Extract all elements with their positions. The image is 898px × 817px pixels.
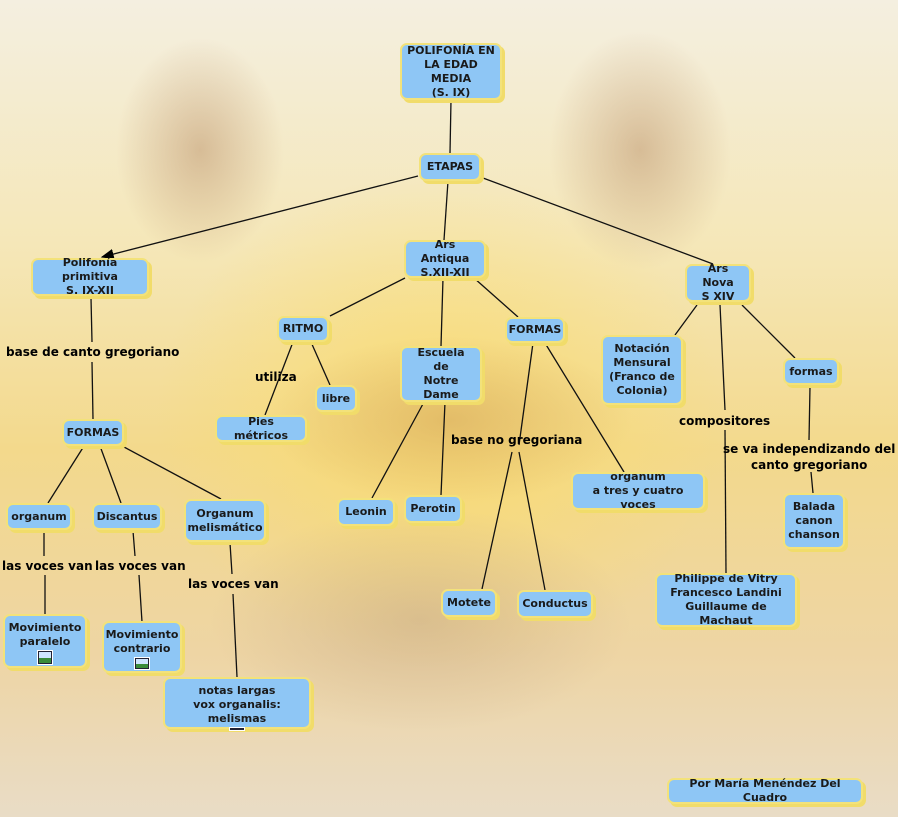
node-escuela-notre-dame[interactable]: Escuela de Notre Dame [400, 346, 482, 402]
node-title[interactable]: POLIFONÍA EN LA EDAD MEDIA (S. IX) [400, 43, 502, 100]
author-credit: Por María Menéndez Del Cuadro [667, 777, 863, 804]
node-formas-antiqua[interactable]: FORMAS [505, 317, 565, 343]
node-libre[interactable]: libre [315, 385, 357, 412]
node-label: Movimiento contrario [105, 628, 179, 655]
node-pies-metricos[interactable]: Pies métricos [215, 415, 307, 442]
node-balada-canon-chanson[interactable]: Balada canon chanson [783, 493, 845, 549]
node-organum-melismatico[interactable]: Organum melismático [184, 499, 266, 542]
node-label: Movimiento paralelo [8, 621, 82, 648]
image-attachment-icon[interactable] [134, 657, 150, 670]
link-label-voces-paralelo: las voces van [2, 559, 93, 573]
link-label-independizando: se va independizando del canto gregorian… [723, 442, 896, 472]
image-attachment-icon[interactable] [37, 650, 53, 665]
link-label-utiliza: utiliza [255, 370, 297, 384]
node-discantus[interactable]: Discantus [92, 503, 162, 530]
node-compositores-ars-nova[interactable]: Philippe de Vitry Francesco Landini Guil… [655, 572, 797, 627]
link-label-voces-contrario: las voces van [95, 559, 186, 573]
node-etapas[interactable]: ETAPAS [419, 153, 481, 181]
image-attachment-icon[interactable] [229, 727, 245, 731]
node-ritmo[interactable]: RITMO [277, 316, 329, 342]
node-organum-tres-voces[interactable]: organum a tres y cuatro voces [571, 470, 705, 511]
node-formas-primitiva[interactable]: FORMAS [62, 419, 124, 446]
node-polifonia-primitiva[interactable]: Polifonía primitiva S. IX-XII [31, 256, 149, 297]
node-ars-nova[interactable]: Ars Nova S XIV [685, 262, 751, 303]
node-movimiento-paralelo[interactable]: Movimiento paralelo [3, 614, 87, 668]
link-label-voces-melismatico: las voces van [188, 577, 279, 591]
link-label-compositores: compositores [679, 414, 771, 428]
node-perotin[interactable]: Perotin [404, 495, 462, 523]
node-movimiento-contrario[interactable]: Movimiento contrario [102, 621, 182, 673]
node-notas-largas[interactable]: notas largas vox organalis: melismas [163, 677, 311, 731]
node-motete[interactable]: Motete [441, 589, 497, 617]
node-organum[interactable]: organum [6, 503, 72, 530]
node-notacion-mensural[interactable]: Notación Mensural (Franco de Colonia) [601, 335, 683, 405]
node-label: notas largas vox organalis: melismas [193, 684, 281, 725]
node-leonin[interactable]: Leonin [337, 498, 395, 526]
node-ars-antiqua[interactable]: Ars Antiqua S.XII-XII [404, 238, 486, 279]
node-formas-nova[interactable]: formas [783, 358, 839, 385]
link-label-base-gregoriano: base de canto gregoriano [6, 345, 180, 359]
node-conductus[interactable]: Conductus [517, 590, 593, 618]
link-label-base-no-gregoriana: base no gregoriana [451, 433, 583, 447]
